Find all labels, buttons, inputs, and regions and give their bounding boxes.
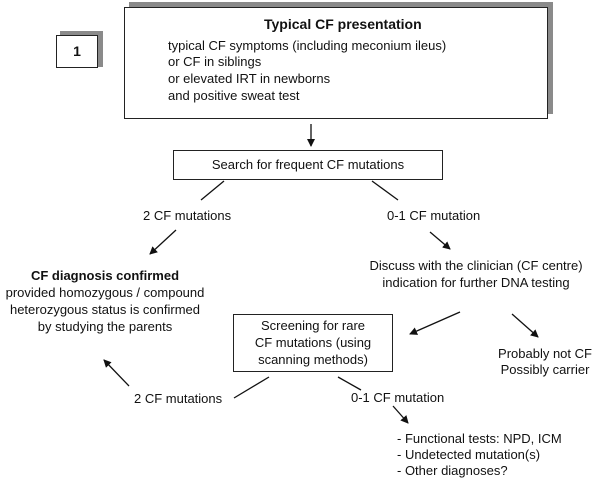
branch-2cf-upper-label: 2 CF mutations	[143, 208, 232, 223]
arrow-discuss-to-probably-not	[511, 313, 539, 338]
search-box-label: Search for frequent CF mutations	[211, 157, 405, 172]
outcome-item-1: - Functional tests: NPD, ICM	[397, 431, 562, 446]
top-presentation-box: Typical CF presentation typical CF sympt…	[124, 7, 548, 119]
screening-line-1: Screening for rare	[260, 318, 366, 333]
top-box-line-3: or elevated IRT in newborns	[168, 71, 331, 86]
arrow-discuss-to-screening	[409, 311, 461, 335]
discuss-line-2: indication for further DNA testing	[382, 275, 570, 290]
step-badge: 1	[56, 35, 98, 68]
top-box-line-2: or CF in siblings	[168, 54, 262, 69]
screening-box: Screening for rare CF mutations (using s…	[233, 314, 393, 372]
screening-line-2: CF mutations (using	[254, 335, 372, 350]
search-mutations-box: Search for frequent CF mutations	[173, 150, 443, 180]
branch-2cf-lower-label: 2 CF mutations	[134, 391, 223, 406]
line-search-to-01cf	[371, 180, 399, 201]
top-box-line-4: and positive sweat test	[168, 88, 300, 103]
line-screening-to-2cf-lower	[233, 376, 270, 399]
arrow-01cf-to-discuss	[429, 231, 451, 250]
branch-01cf-upper-label: 0-1 CF mutation	[387, 208, 481, 223]
diagnosis-line-1: provided homozygous / compound	[5, 285, 205, 300]
top-box-title: Typical CF presentation	[264, 16, 422, 32]
diagnosis-line-2: heterozygous status is confirmed	[9, 302, 201, 317]
branch-01cf-lower-label: 0-1 CF mutation	[351, 390, 445, 405]
arrow-2cf-lower-to-diagnosis	[103, 359, 130, 387]
discuss-line-1: Discuss with the clinician (CF centre)	[369, 258, 583, 273]
screening-line-3: scanning methods)	[258, 352, 368, 367]
probably-not-cf-line-1: Probably not CF	[498, 346, 592, 361]
diagnosis-title: CF diagnosis confirmed	[30, 268, 180, 283]
top-box-line-1: typical CF symptoms (including meconium …	[168, 38, 447, 53]
outcome-item-2: - Undetected mutation(s)	[397, 447, 541, 462]
probably-not-cf-line-2: Possibly carrier	[500, 362, 590, 377]
outcome-item-3: - Other diagnoses?	[397, 463, 508, 478]
line-screening-to-01cf-lower	[337, 376, 362, 391]
arrow-2cf-to-diagnosis	[149, 229, 177, 255]
line-search-to-2cf	[200, 180, 225, 201]
arrow-01cf-lower-to-outcomes	[392, 405, 409, 424]
diagnosis-line-3: by studying the parents	[37, 319, 173, 334]
